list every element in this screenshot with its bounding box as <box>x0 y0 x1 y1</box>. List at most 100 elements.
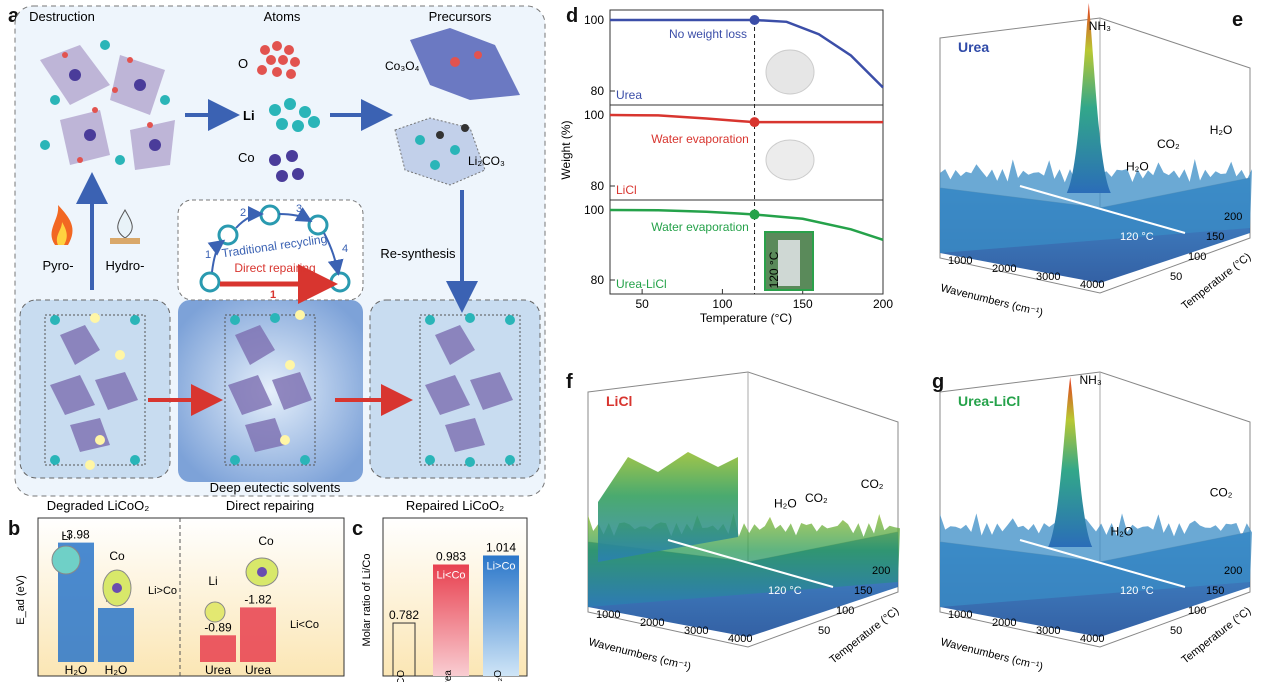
x3d-tick-label: 3000 <box>1036 271 1060 283</box>
panel-3d-name: Urea-LiCl <box>958 393 1020 409</box>
x3d-label: Wavenumbers (cm⁻¹) <box>939 636 1044 673</box>
y3d-tick-label: 100 <box>1188 251 1206 263</box>
atom-co-group <box>269 150 304 182</box>
panel-letter-d: d <box>566 5 578 27</box>
b-bar-value: -1.82 <box>244 592 272 606</box>
peak-label: CO₂ <box>805 491 828 505</box>
x3d-tick-label: 1000 <box>948 609 972 621</box>
destruction-cluster-illustration <box>40 40 175 170</box>
peak-label: H₂O <box>1111 525 1134 539</box>
b-li-label-right: Li <box>208 574 217 588</box>
y3d-tick-label: 200 <box>1224 211 1242 223</box>
peak-label: NH₃ <box>1080 373 1102 387</box>
d-ytick-label: 80 <box>591 273 605 287</box>
panel-3d-name: Urea <box>958 39 989 55</box>
surface-peak <box>1048 377 1093 547</box>
panel-letter-g: g <box>932 371 944 393</box>
y3d-tick-label: 100 <box>836 605 854 617</box>
panel-a: a Destruction Atoms Precursors <box>8 5 546 513</box>
c-bar <box>392 622 416 677</box>
b-co-label-right: Co <box>258 534 274 548</box>
d-marker <box>749 15 760 25</box>
co3o4-illustration <box>410 28 520 100</box>
y3d-tick-label: 50 <box>818 625 830 637</box>
d-vline-label: 120 °C <box>767 251 781 288</box>
panel-c: c Molar ratio of Li/Co 0.782D-LCO0.983Li… <box>352 517 528 682</box>
c-bar-label: LiCl-H₂O <box>493 670 504 682</box>
d-plot-frame <box>609 9 884 295</box>
peak-label: H₂O <box>1126 159 1149 173</box>
d-series-note: Water evaporation <box>651 220 749 234</box>
x3d-tick-label: 4000 <box>1080 633 1104 645</box>
d-ylabel: Weight (%) <box>559 120 573 179</box>
b-bar <box>240 607 276 662</box>
direct-step: 1 <box>270 289 276 301</box>
b-bar <box>98 608 134 662</box>
panel-b: b E_ad (eV) -3.98H₂O-1.8H₂O-0.89Urea-1.8… <box>8 517 345 677</box>
c-bar <box>483 555 519 676</box>
d-xtick-label: 100 <box>712 297 732 311</box>
title-atoms: Atoms <box>264 9 301 24</box>
peak-label: H₂O <box>774 497 797 511</box>
b-bar <box>200 635 236 662</box>
peak-label: CO₂ <box>861 477 884 491</box>
des-label: Deep eutectic solvents <box>210 480 341 495</box>
direct-label: Direct repairing <box>234 261 315 275</box>
peak-label: H₂O <box>1210 123 1233 137</box>
d-xlabel: Temperature (°C) <box>700 311 792 325</box>
degraded-crystal-illustration <box>44 313 146 470</box>
x3d-tick-label: 2000 <box>992 617 1016 629</box>
b-right-isosurface <box>204 557 279 623</box>
title-precursors: Precursors <box>429 9 492 24</box>
d-series-note: Water evaporation <box>651 132 749 146</box>
y3d-tick-label: 50 <box>1170 625 1182 637</box>
atom-o-group <box>257 41 300 79</box>
li2co3-label: Li₂CO₃ <box>468 154 505 168</box>
route-step-1: 1 <box>205 249 211 261</box>
d-series-name: Urea <box>616 88 642 102</box>
c-bar-value: 1.014 <box>486 540 516 554</box>
temp-120-label: 120 °C <box>768 585 802 597</box>
flame-icon <box>51 205 73 245</box>
d-ytick-label: 80 <box>591 84 605 98</box>
panel-letter-e: e <box>1232 9 1243 31</box>
c-bar-value: 0.782 <box>389 608 419 622</box>
x3d-tick-label: 4000 <box>728 633 752 645</box>
x3d-tick-label: 1000 <box>596 609 620 621</box>
b-bar-label: Urea <box>205 663 231 677</box>
d-ytick-label: 100 <box>584 13 604 27</box>
panel-3d-name: LiCl <box>606 393 632 409</box>
route-diagram <box>199 204 351 304</box>
b-bar-label: H₂O <box>105 663 128 677</box>
d-ytick-label: 80 <box>591 179 605 193</box>
co3o4-label: Co₃O₄ <box>385 59 420 73</box>
pyro-label: Pyro- <box>42 258 73 273</box>
d-xtick-label: 150 <box>793 297 813 311</box>
atom-li-group <box>269 98 320 132</box>
route-step-2: 2 <box>240 207 246 219</box>
atom-co-label: Co <box>238 150 255 165</box>
y3d-tick-label: 200 <box>1224 565 1242 577</box>
y3d-tick-label: 150 <box>1206 585 1224 597</box>
b-right-cmp: Li<Co <box>290 619 319 631</box>
d-series-name: LiCl <box>616 183 637 197</box>
peak-label: CO₂ <box>1157 137 1180 151</box>
temp-120-line <box>667 539 834 588</box>
route-step-4: 4 <box>342 243 348 255</box>
water-drop-icon <box>110 209 140 244</box>
b-ylabel: E_ad (eV) <box>15 575 27 625</box>
y3d-tick-label: 50 <box>1170 271 1182 283</box>
x3d-tick-label: 3000 <box>1036 625 1060 637</box>
atom-o-label: O <box>238 56 248 71</box>
b-bar-label: H₂O <box>65 663 88 677</box>
resynthesis-label: Re-synthesis <box>380 246 456 261</box>
d-series-note: No weight loss <box>669 27 747 41</box>
c-bars: 0.782D-LCO0.983LiCl-UreaLi<Co1.014LiCl-H… <box>389 540 519 682</box>
li2co3-illustration <box>394 117 486 186</box>
d-ytick-label: 100 <box>584 108 604 122</box>
